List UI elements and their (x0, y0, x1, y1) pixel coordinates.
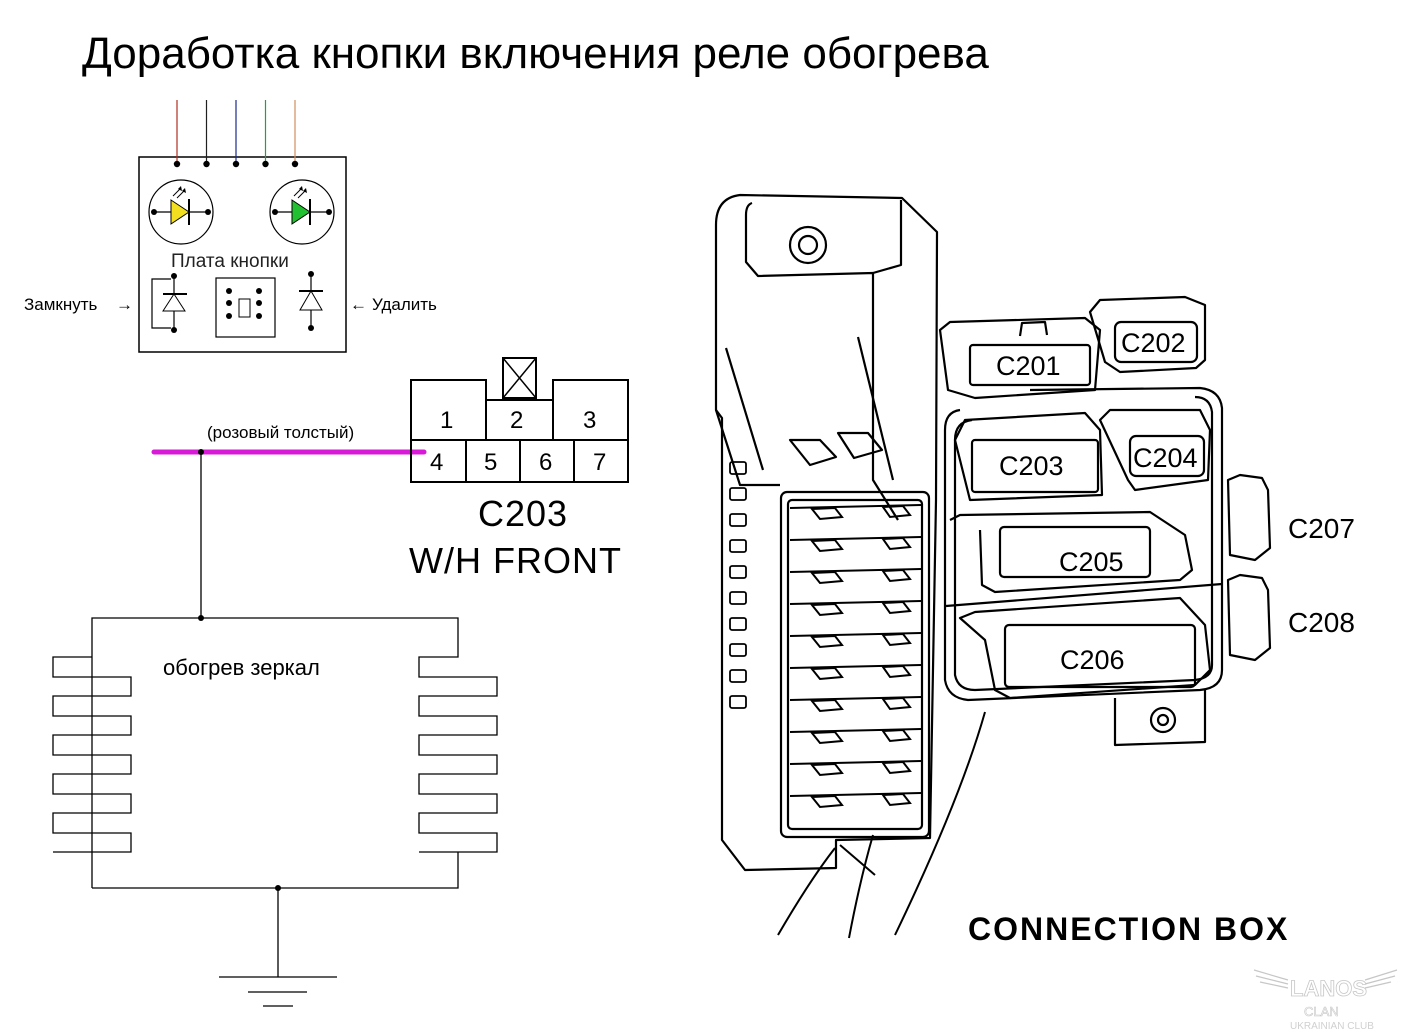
fuse-terminal (881, 792, 912, 807)
led-left-body (170, 199, 190, 225)
pin-7: 7 (593, 449, 606, 476)
led-right-icon (269, 179, 335, 245)
arrow-left-icon: ← (350, 295, 367, 314)
label-c207: C207 (1288, 513, 1355, 544)
label-c205: C205 (1059, 547, 1124, 577)
board-pin (203, 160, 210, 168)
fuse-terminal (809, 538, 844, 553)
connection-box-illustration (714, 193, 939, 872)
led-right-body (291, 199, 311, 225)
led-left-icon (148, 179, 214, 245)
side-clip (729, 487, 747, 501)
fuse-terminal (881, 568, 912, 583)
fuse-terminal (881, 760, 912, 775)
fuse-terminal (881, 536, 912, 551)
lanos-clan-logo: LANOS CLAN UKRAINIAN CLUB (1253, 969, 1398, 1031)
fuse-terminal (881, 600, 912, 615)
connection-box-title: CONNECTION BOX (968, 911, 1289, 947)
fuse-terminal (809, 698, 844, 713)
logo-tagline: UKRAINIAN CLUB (1290, 1021, 1374, 1031)
side-clip (729, 461, 747, 475)
label-c203: C203 (999, 451, 1064, 481)
connector-housing (938, 295, 1272, 747)
pin-4: 4 (430, 449, 443, 476)
button-board: Плата кнопки (138, 100, 347, 353)
connector-name: C203 (478, 493, 568, 534)
button-board-label: Плата кнопки (171, 251, 289, 272)
connector-subtitle: W/H FRONT (409, 540, 622, 581)
pin-1: 1 (440, 407, 453, 434)
label-c208: C208 (1288, 607, 1355, 638)
label-c206: C206 (1060, 645, 1125, 675)
fuse-terminal (809, 602, 844, 617)
fuse-terminal (881, 696, 912, 711)
fuse-terminal (881, 728, 912, 743)
side-clip (729, 617, 747, 631)
pin-2: 2 (510, 407, 523, 434)
label-c204: C204 (1133, 443, 1198, 473)
side-clip (729, 669, 747, 683)
fuse-terminal (881, 664, 912, 679)
fuse-rows (789, 504, 922, 809)
side-clip (729, 695, 747, 709)
fuse-terminal (809, 634, 844, 649)
annotation-remove: Удалить (372, 295, 437, 314)
fuse-terminal (881, 632, 912, 647)
side-clips (729, 461, 747, 709)
logo-sub: CLAN (1304, 1004, 1339, 1019)
diode-remove-icon (299, 271, 323, 331)
wings-icon (1253, 969, 1398, 989)
fuse-terminal (809, 570, 844, 585)
page-title: Доработка кнопки включения реле обогрева (82, 29, 989, 78)
diode-shorted-icon (151, 273, 187, 333)
harness-wires (777, 711, 986, 939)
fuse-terminal (809, 762, 844, 777)
pin-6: 6 (539, 449, 552, 476)
board-pin (173, 160, 181, 168)
logo-name: LANOS (1290, 976, 1367, 1001)
side-clip (729, 539, 747, 553)
fuse-terminal (809, 794, 844, 809)
switch-icon (215, 277, 276, 338)
connector-c203-diagram (410, 357, 629, 483)
board-wires (173, 100, 299, 168)
pin-3: 3 (583, 407, 596, 434)
ground-icon (219, 888, 337, 1007)
side-clip (729, 565, 747, 579)
fuse-terminal (809, 730, 844, 745)
board-pin (262, 160, 269, 168)
arrow-right-icon: → (116, 295, 133, 314)
heater-label: обогрев зеркал (163, 655, 320, 680)
annotation-short: Замкнуть (24, 295, 98, 314)
board-pin (291, 160, 299, 168)
fuse-terminal (809, 506, 844, 521)
label-c202: C202 (1121, 328, 1186, 358)
side-clip (729, 591, 747, 605)
side-clip (729, 513, 747, 527)
board-pin (232, 160, 240, 168)
pin-5: 5 (484, 449, 497, 476)
fuse-terminal (881, 504, 912, 519)
side-clip (729, 643, 747, 657)
wire-label: (розовый толстый) (207, 423, 354, 442)
fuse-terminal (809, 666, 844, 681)
label-c201: C201 (996, 351, 1061, 381)
heater-outline (52, 617, 498, 889)
